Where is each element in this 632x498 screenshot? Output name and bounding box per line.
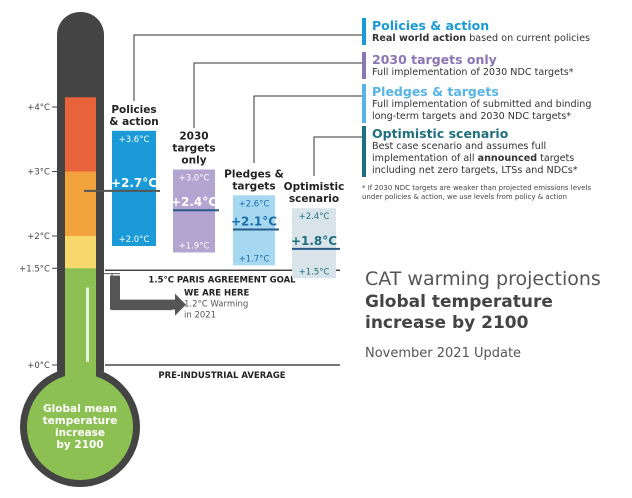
scenario-4-label-2: scenario <box>289 193 339 205</box>
legend-optimistic: Optimistic scenario Best case scenario a… <box>362 126 578 177</box>
scenario-1-box <box>112 130 156 246</box>
bulb-label-3: increase <box>55 427 105 439</box>
connector-2 <box>193 62 362 128</box>
scenario-3-label-1: Pledges & <box>224 168 284 180</box>
tick-label-1: +3°C <box>27 168 50 178</box>
scenario-2-mid: +2.4°C <box>171 195 217 209</box>
legend-policies-desc: Real world action based on current polic… <box>372 33 590 45</box>
legend-pledges: Pledges & targets Full implementation of… <box>362 84 591 123</box>
connector-3 <box>253 95 362 163</box>
tick-label-3: +1.5°C <box>19 264 50 274</box>
preindustrial-label: PRE-INDUSTRIAL AVERAGE <box>158 371 285 381</box>
bulb-label-2: temperature <box>43 415 118 427</box>
scenario-1-mid: +2.7°C <box>111 176 157 190</box>
legend-policies-rest: based on current policies <box>466 33 590 44</box>
legend-2030-title: 2030 targets only <box>372 52 497 67</box>
legend-optimistic-desc2c: targets <box>537 153 575 164</box>
scenario-4-mid: +1.8°C <box>291 234 337 248</box>
scenario-4-box <box>292 208 336 279</box>
scenario-3-mid: +2.1°C <box>231 215 277 229</box>
tick-label-4: +0°C <box>27 361 50 371</box>
legend-optimistic-desc2a: implementation of all <box>372 153 478 164</box>
scenario-1-label-1: Policies <box>111 104 156 116</box>
thermo-green-segment <box>65 268 96 386</box>
here-arrow-shaft <box>110 275 120 310</box>
bulb-label-4: by 2100 <box>56 439 103 451</box>
legend-2030-desc: Full implementation of 2030 NDC targets* <box>372 67 574 78</box>
paris-label: 1.5°C PARIS AGREEMENT GOAL <box>148 275 296 285</box>
title-line2b: increase by 2100 <box>365 313 529 333</box>
scenario-3-label-2: targets <box>232 180 275 192</box>
tick-label-2: +2°C <box>27 232 50 242</box>
footnote: * If 2030 NDC targets are weaker than pr… <box>362 184 624 202</box>
thermometer-bulb <box>27 374 133 480</box>
scenario-1-high: +3.6°C <box>119 135 150 145</box>
scenario-2-label-2: targets <box>172 143 215 155</box>
bulb-label-1: Global mean <box>43 403 117 415</box>
here-sub2: in 2021 <box>184 311 216 321</box>
legend-pledges-title: Pledges & targets <box>372 84 499 99</box>
scenario-1-label-2: & action <box>109 116 158 128</box>
here-label: WE ARE HERE <box>184 289 249 299</box>
footnote-line1: * If 2030 NDC targets are weaker than pr… <box>362 184 592 192</box>
title-line2: Global temperature increase by 2100 <box>365 292 625 334</box>
scenario-2-label-1: 2030 <box>179 131 208 143</box>
scenario-2-high: +3.0°C <box>179 174 210 184</box>
footnote-line2: under policies & action, we use levels f… <box>362 193 567 201</box>
scenario-4-label-1: Optimistic <box>284 181 345 193</box>
scenario-4-high: +2.4°C <box>299 212 330 222</box>
connector-4 <box>313 136 362 176</box>
tick-label-0: +4°C <box>27 103 50 113</box>
here-arrow-head <box>120 293 186 316</box>
thermo-orange-segment <box>65 171 96 237</box>
scenario-4-low: +1.5°C <box>299 267 330 277</box>
legend-optimistic-desc1: Best case scenario and assumes full <box>372 141 547 152</box>
legend-2030: 2030 targets only Full implementation of… <box>362 52 574 79</box>
legend-optimistic-desc2b: announced <box>477 153 538 164</box>
legend-optimistic-desc3: including net zero targets, LTSs and NDC… <box>372 165 578 176</box>
scenario-3-high: +2.6°C <box>239 199 270 209</box>
connector-1 <box>133 34 362 101</box>
scenario-2-low: +1.9°C <box>179 241 210 251</box>
title-line1: CAT warming projections <box>365 268 601 290</box>
here-sub1: 1.2°C Warming <box>184 300 248 310</box>
legend-optimistic-title: Optimistic scenario <box>372 126 509 141</box>
title-line2a: Global temperature <box>365 292 553 312</box>
scenario-1-low: +2.0°C <box>119 235 150 245</box>
thermo-red-segment <box>65 97 96 173</box>
scenario-2-label-3: only <box>181 155 206 167</box>
legend-policies: Policies & action Real world action base… <box>362 18 590 45</box>
legend-optimistic-desc2: implementation of all announced targets <box>372 153 578 165</box>
update-date: November 2021 Update <box>365 346 522 361</box>
legend-policies-title: Policies & action <box>372 18 490 33</box>
scenario-3-low: +1.7°C <box>239 254 270 264</box>
legend-pledges-desc1: Full implementation of submitted and bin… <box>372 99 592 110</box>
thermo-yellow-segment <box>65 236 96 270</box>
legend-policies-bold: Real world action <box>372 33 467 44</box>
legend-pledges-desc2: long-term targets and 2030 NDC targets* <box>372 111 572 122</box>
thermo-highlight <box>86 287 89 362</box>
